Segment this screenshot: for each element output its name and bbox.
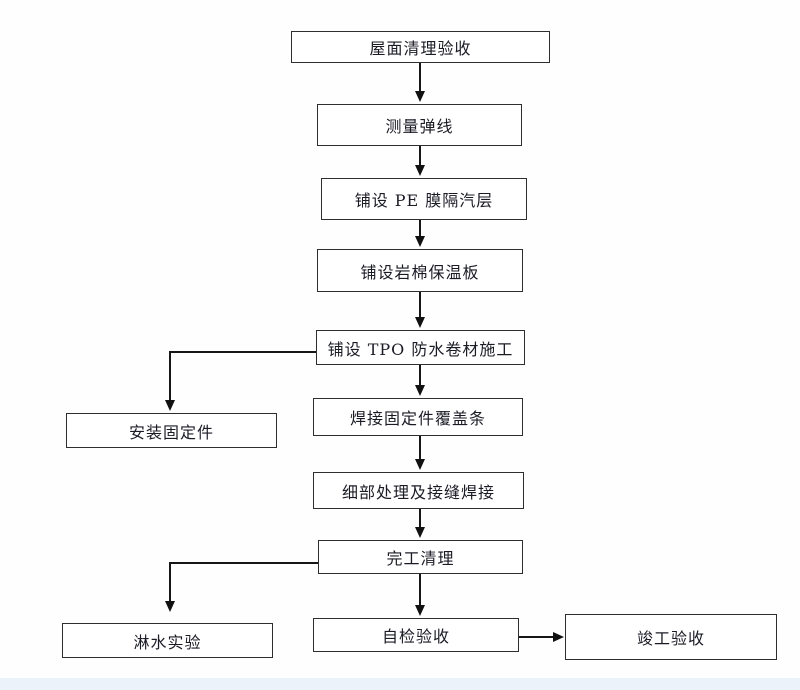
flow-node-install-fixings: 安装固定件 [66,413,277,448]
edge-weld-to-detail-arrowhead-icon [415,459,425,470]
edge-detail-to-cleanup-line [419,509,421,527]
page-bottom-tint [0,678,800,690]
edge-weld-to-detail-line [419,436,421,459]
edge-cleanup-to-watertest-hline [170,562,318,564]
edge-rockwool-to-tpo-arrowhead-icon [415,317,425,328]
edge-tpo-to-weld-arrowhead-icon [415,385,425,396]
edge-measure-to-pe-line [419,146,421,165]
edge-cleanup-to-selfinspect-line [419,574,421,605]
flow-node-detail-and-seam-welding: 细部处理及接缝焊接 [313,472,524,509]
edge-measure-to-pe-arrowhead-icon [415,165,425,176]
edge-cleanup-to-watertest-arrowhead-icon [165,601,175,612]
flow-node-completion-acceptance: 竣工验收 [565,614,777,660]
flow-node-measure-snap-line: 测量弹线 [317,104,522,146]
flow-node-completion-cleanup: 完工清理 [318,540,523,574]
edge-tpo-to-fixings-arrowhead-icon [165,400,175,411]
edge-selfinspect-to-acceptance-arrowhead-icon [553,632,564,642]
edge-tpo-to-fixings-hline [170,351,316,353]
flow-node-weld-fixing-cover-strip: 焊接固定件覆盖条 [313,398,523,436]
flow-node-water-spray-test: 淋水实验 [62,623,273,658]
edge-detail-to-cleanup-arrowhead-icon [415,527,425,538]
edge-selfinspect-to-acceptance-line [519,636,553,638]
edge-pe-to-rockwool-arrowhead-icon [415,236,425,247]
edge-tpo-to-fixings-vline [169,351,171,400]
edge-cleanup-to-selfinspect-arrowhead-icon [415,605,425,616]
edge-pe-to-rockwool-line [419,220,421,236]
edge-roof-to-measure-line [419,63,421,91]
flow-node-rock-wool-insulation-board: 铺设岩棉保温板 [317,249,523,292]
edge-roof-to-measure-arrowhead-icon [415,91,425,102]
flow-node-roof-cleaning-acceptance: 屋面清理验收 [291,31,550,63]
edge-tpo-to-weld-line [419,365,421,385]
flow-node-pe-film-vapor-barrier: 铺设 PE 膜隔汽层 [321,178,527,220]
edge-cleanup-to-watertest-vline [169,562,171,601]
flow-node-tpo-membrane-construction: 铺设 TPO 防水卷材施工 [316,330,525,365]
edge-rockwool-to-tpo-line [419,292,421,317]
flow-node-self-inspection-acceptance: 自检验收 [313,618,519,652]
